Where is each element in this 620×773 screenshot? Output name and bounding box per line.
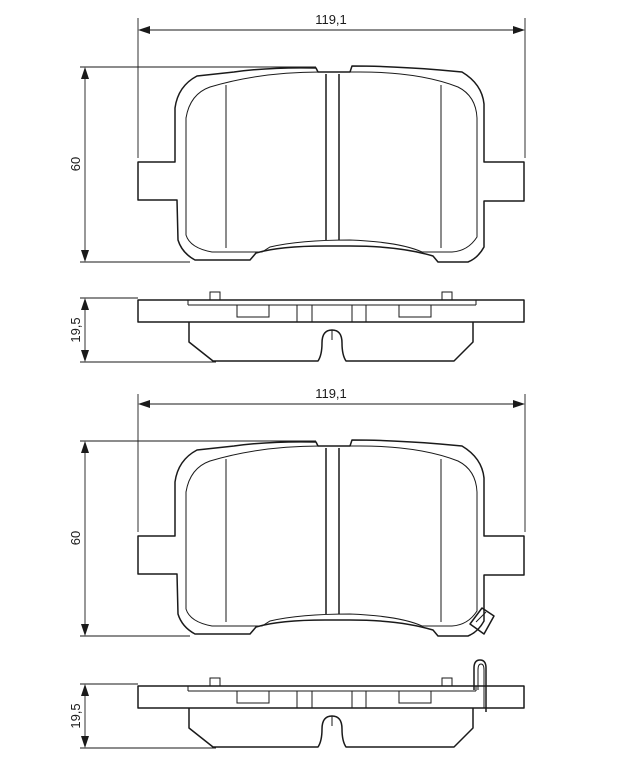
height-dimension-1: 60 [68, 66, 316, 263]
width-dimension-1: 119,1 [137, 12, 526, 158]
pad-side-view-4 [137, 659, 525, 748]
thickness-dimension-2: 19,5 [68, 297, 216, 363]
height-dimension-3: 60 [68, 440, 316, 637]
pad-front-view-1 [137, 65, 525, 263]
width-dimension-3: 119,1 [137, 386, 526, 532]
thickness-dimension-4: 19,5 [68, 683, 216, 749]
pad-front-view-3 [137, 439, 525, 637]
width-dimension-label-3: 119,1 [315, 386, 347, 401]
pad-side-view-2 [137, 291, 525, 362]
height-dimension-label-3: 60 [68, 531, 83, 545]
thickness-dimension-label-4: 19,5 [68, 703, 83, 728]
width-dimension-label-1: 119,1 [315, 12, 347, 27]
thickness-dimension-label-2: 19,5 [68, 317, 83, 342]
height-dimension-label-1: 60 [68, 157, 83, 171]
